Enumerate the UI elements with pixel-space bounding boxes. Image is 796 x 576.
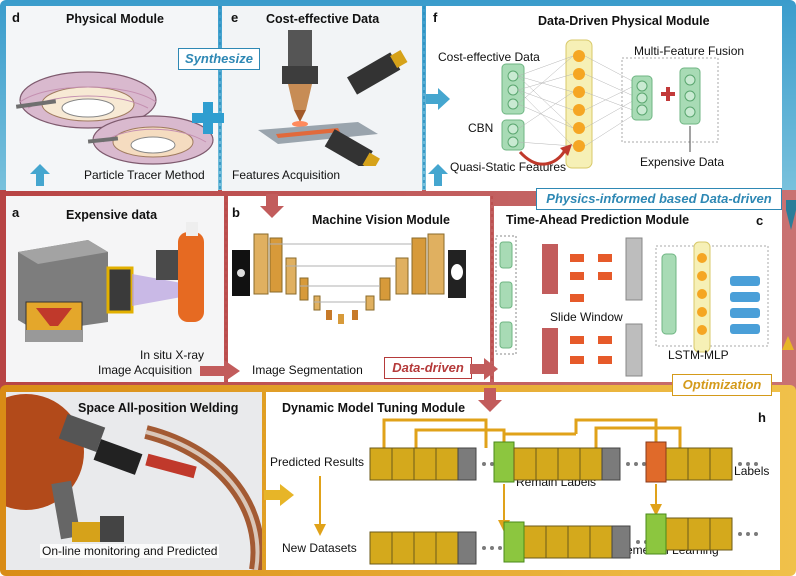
neural-network-diagram [501,39,719,169]
panel-f-title: Data-Driven Physical Module [538,14,710,28]
panel-a-caption-1: In situ X-ray [140,348,205,362]
panel-f-input-top: Cost-effective Data [438,50,540,64]
welding-robot-illustration [6,394,262,570]
panel-h-predicted: Predicted Results [270,455,365,469]
right-arrow-icon-g [264,484,294,506]
welding-torch-illustration [258,30,408,166]
optimization-tag: Optimization [672,374,772,396]
panel-c-letter: c [756,213,764,228]
panel-h-title: Dynamic Model Tuning Module [282,401,466,415]
panel-f-letter: f [433,10,438,25]
panel-d-letter: d [12,10,20,25]
panel-a-title: Expensive data [66,208,158,222]
xray-apparatus-illustration [18,222,204,342]
panel-b-title: Machine Vision Module [312,213,450,227]
model-tuning-diagram [314,418,758,565]
plus-icon [192,102,224,134]
panel-e-letter: e [231,10,239,25]
physics-informed-tag: Physics-informed based Data-driven [536,188,782,210]
panel-b-caption: Image Segmentation [252,363,363,377]
up-arrow-icon [30,164,50,186]
physical-module-illustration [15,71,214,165]
panel-b-letter: b [232,205,240,220]
panel-c-title: Time-Ahead Prediction Module [506,213,690,227]
panel-e-title: Cost-effective Data [266,12,380,26]
panel-a-letter: a [12,205,20,220]
panel-g-caption: On-line monitoring and Predicted [40,544,220,558]
panel-f-fusion: Multi-Feature Fusion [634,44,745,58]
panel-h-letter: h [758,410,766,425]
panel-f-input-mid: CBN [468,121,494,135]
down-arrow-icon-c [478,388,502,412]
panel-c-slide-window: Slide Window [550,310,623,324]
panel-c-model: LSTM-MLP [668,348,729,362]
down-arrow-icon [260,194,284,218]
up-arrow-icon-f [428,164,448,186]
right-arrow-icon-b [470,358,498,380]
panel-d-caption: Particle Tracer Method [84,168,205,182]
time-ahead-prediction-diagram [495,235,769,377]
segmentation-network-illustration [232,233,466,324]
right-arrow-icon [426,88,450,110]
right-arrow-icon-a [200,360,240,382]
panel-g-title: Space All-position Welding [78,401,239,415]
panel-a-caption-2: Image Acquisition [98,363,193,377]
panel-e-caption: Features Acquisition [232,168,341,182]
synthesize-tag: Synthesize [178,48,260,70]
data-driven-tag: Data-driven [384,357,472,379]
panel-f-expensive: Expensive Data [640,155,725,169]
panel-h-new-datasets: New Datasets [282,541,357,555]
panel-d-title: Physical Module [66,12,164,26]
